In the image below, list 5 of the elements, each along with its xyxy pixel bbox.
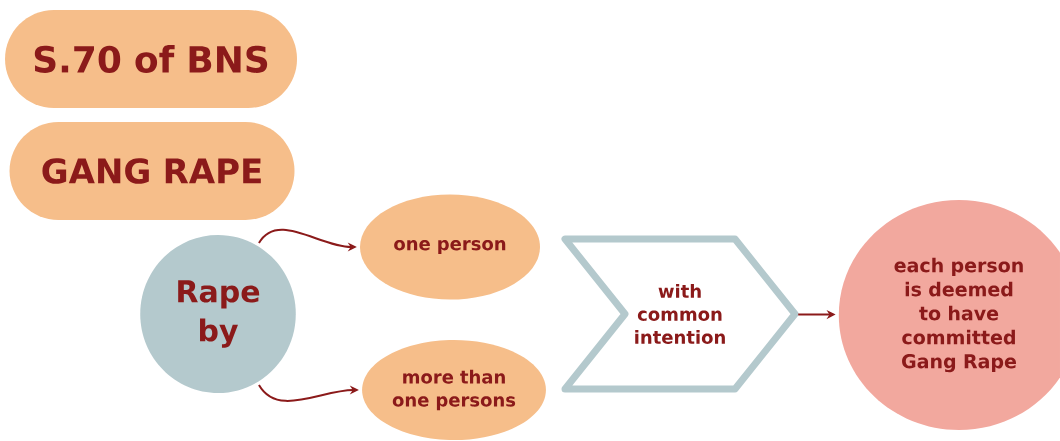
title-pill: S.70 of BNS [5, 10, 297, 108]
case-oval: one person [360, 194, 540, 300]
case-oval: more than one persons [362, 340, 546, 440]
chevron-box: with common intention [561, 235, 799, 393]
heading-pill: GANG RAPE [9, 122, 295, 220]
